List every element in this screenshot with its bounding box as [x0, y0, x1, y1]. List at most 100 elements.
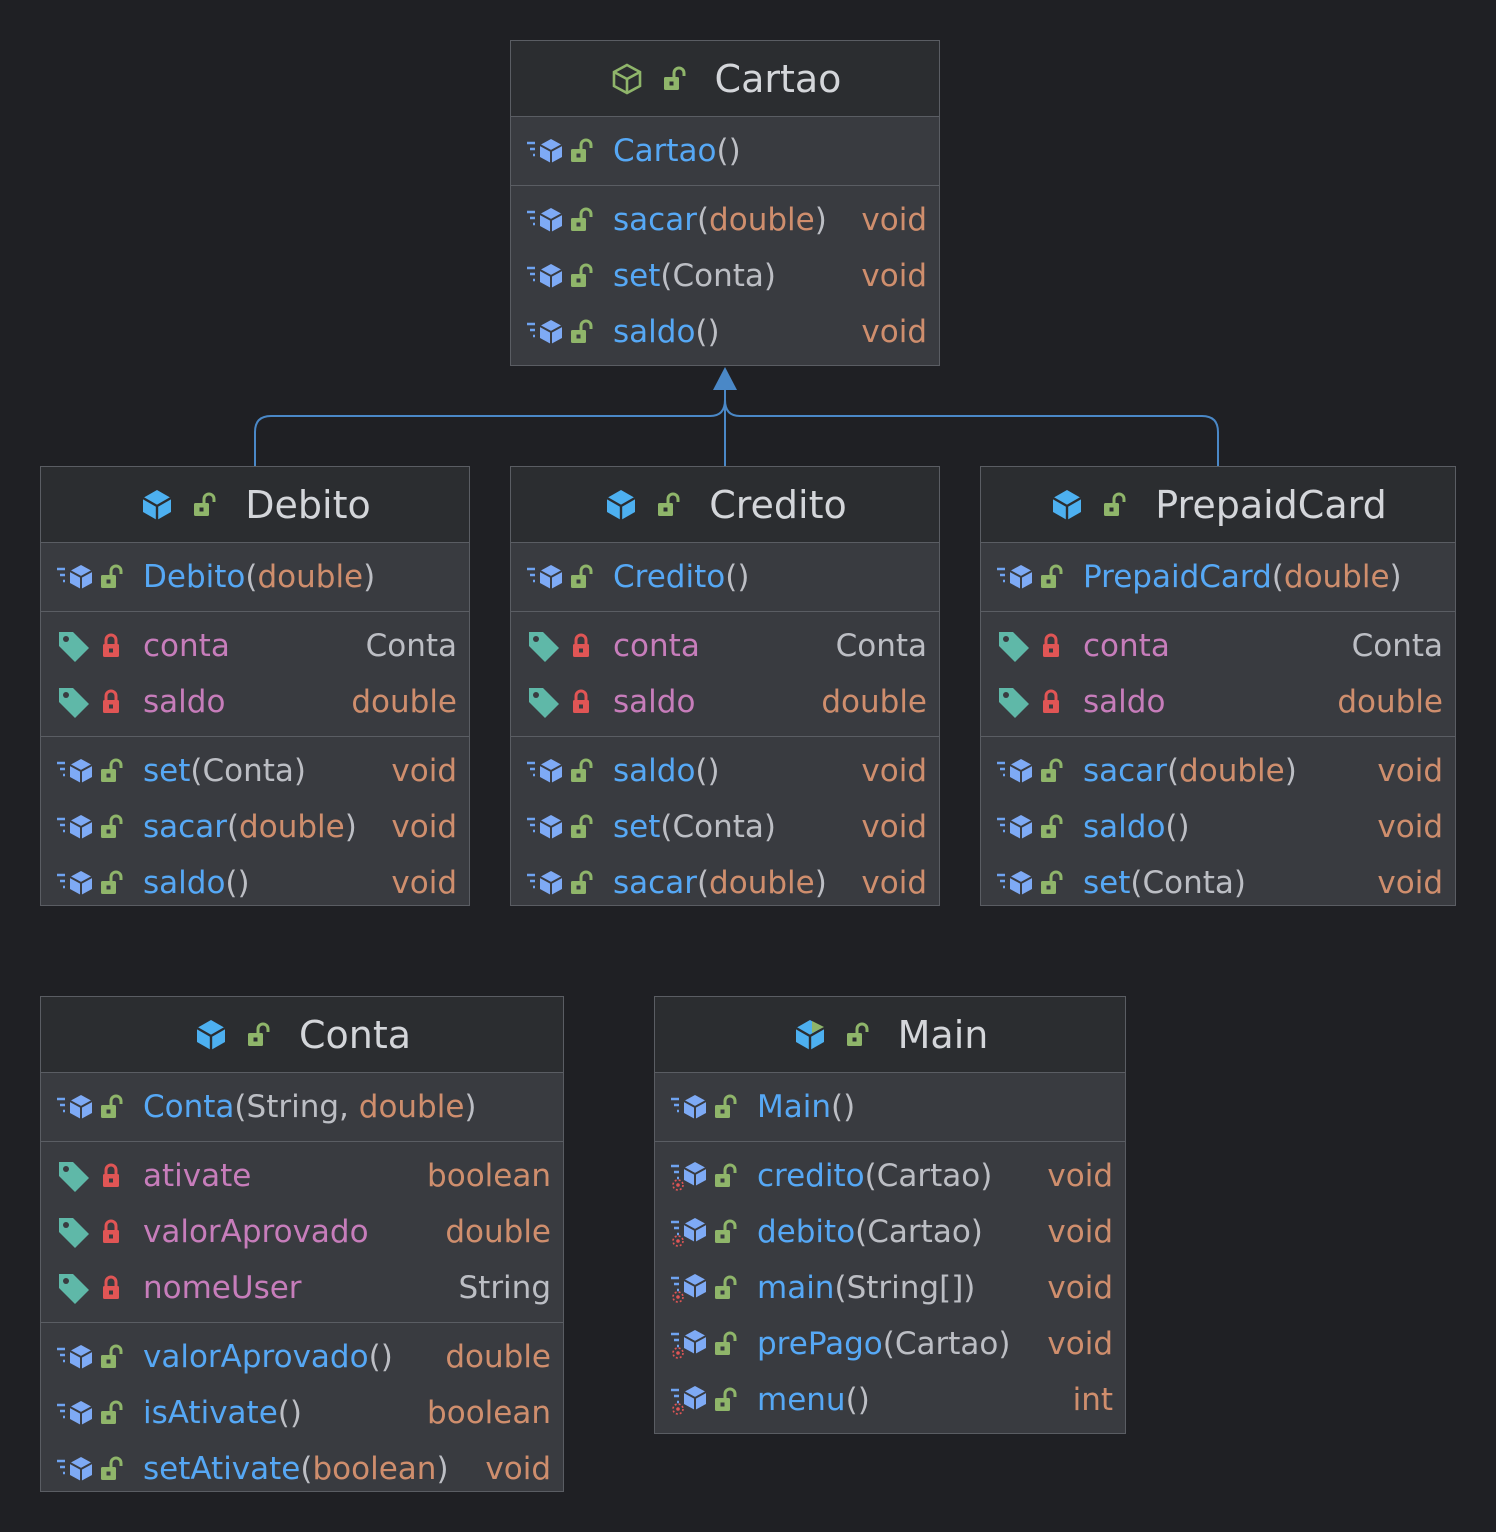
- method-icon: [523, 863, 567, 903]
- return-type: void: [1377, 753, 1443, 789]
- method-row[interactable]: set(Conta) void: [981, 855, 1455, 911]
- class-box-cartao[interactable]: Cartao Cartao() sacar(double) void set(C…: [510, 40, 940, 366]
- private-lock-icon: [567, 626, 597, 666]
- method-icon: [53, 1393, 97, 1433]
- field-row[interactable]: saldo double: [41, 674, 469, 730]
- field-name: ativate: [143, 1158, 252, 1194]
- method-icon: [53, 557, 97, 597]
- constructor-row[interactable]: Debito(double): [41, 549, 469, 605]
- method-row[interactable]: set(Conta) void: [41, 743, 469, 799]
- param-type: double: [257, 559, 364, 595]
- method-row[interactable]: saldo() void: [981, 799, 1455, 855]
- public-lock-icon: [567, 557, 597, 597]
- fields-section: conta Conta saldo double: [981, 612, 1455, 737]
- class-header: PrepaidCard: [981, 467, 1455, 543]
- public-lock-icon: [1097, 485, 1133, 525]
- field-row[interactable]: ativate boolean: [41, 1148, 563, 1204]
- field-row[interactable]: conta Conta: [511, 618, 939, 674]
- field-row[interactable]: saldo double: [511, 674, 939, 730]
- class-box-main[interactable]: Main Main() credito(Cartao) void debito(…: [654, 996, 1126, 1434]
- param-type: String[]: [846, 1270, 964, 1306]
- method-row[interactable]: credito(Cartao) void: [655, 1148, 1125, 1204]
- public-lock-icon: [1037, 751, 1067, 791]
- method-row[interactable]: main(String[]) void: [655, 1260, 1125, 1316]
- method-row[interactable]: saldo() void: [511, 304, 939, 360]
- field-name: saldo: [613, 684, 696, 720]
- paren-close: ): [814, 202, 827, 238]
- method-row[interactable]: valorAprovado() double: [41, 1329, 563, 1385]
- field-row[interactable]: conta Conta: [981, 618, 1455, 674]
- method-row[interactable]: set(Conta) void: [511, 799, 939, 855]
- paren-close: ): [289, 1395, 302, 1431]
- constructor-name: Main: [757, 1089, 832, 1125]
- static-method-icon: [667, 1380, 711, 1420]
- public-lock-icon: [97, 863, 127, 903]
- field-name: valorAprovado: [143, 1214, 369, 1250]
- paren-open: (: [1165, 809, 1178, 845]
- class-box-conta[interactable]: Conta Conta(String, double) ativate bool…: [40, 996, 564, 1492]
- constructor-row[interactable]: Conta(String, double): [41, 1079, 563, 1135]
- method-row[interactable]: setAtivate(boolean) void: [41, 1441, 563, 1497]
- param-type: Cartao: [894, 1326, 999, 1362]
- public-lock-icon: [711, 1268, 741, 1308]
- class-box-prepaidcard[interactable]: PrepaidCard PrepaidCard(double) conta Co…: [980, 466, 1456, 906]
- public-lock-icon: [97, 557, 127, 597]
- method-row[interactable]: debito(Cartao) void: [655, 1204, 1125, 1260]
- constructor-row[interactable]: PrepaidCard(double): [981, 549, 1455, 605]
- method-icon: [53, 751, 97, 791]
- class-box-debito[interactable]: Debito Debito(double) conta Conta saldo …: [40, 466, 470, 906]
- methods-section: set(Conta) void sacar(double) void saldo…: [41, 737, 469, 917]
- constructor-row[interactable]: Cartao(): [511, 123, 939, 179]
- return-type: int: [1072, 1382, 1113, 1418]
- paren-open: (: [1271, 559, 1284, 595]
- return-type: void: [861, 865, 927, 901]
- paren-open: (: [831, 1089, 844, 1125]
- param-type: Conta: [672, 258, 764, 294]
- return-type: void: [861, 202, 927, 238]
- paren-open: (: [845, 1382, 858, 1418]
- method-row[interactable]: saldo() void: [41, 855, 469, 911]
- paren-close: ): [980, 1158, 993, 1194]
- constructor-row[interactable]: Credito(): [511, 549, 939, 605]
- method-row[interactable]: saldo() void: [511, 743, 939, 799]
- field-row[interactable]: conta Conta: [41, 618, 469, 674]
- field-icon: [993, 682, 1037, 722]
- method-row[interactable]: prePago(Cartao) void: [655, 1316, 1125, 1372]
- method-row[interactable]: sacar(double) void: [511, 192, 939, 248]
- constructors-section: Conta(String, double): [41, 1073, 563, 1142]
- public-lock-icon: [651, 485, 687, 525]
- param-type: Conta: [202, 753, 294, 789]
- private-lock-icon: [97, 1212, 127, 1252]
- method-row[interactable]: sacar(double) void: [41, 799, 469, 855]
- method-icon: [523, 312, 567, 352]
- field-row[interactable]: saldo double: [981, 674, 1455, 730]
- paren-open: (: [226, 809, 240, 845]
- method-icon: [53, 1087, 97, 1127]
- method-row[interactable]: set(Conta) void: [511, 248, 939, 304]
- paren-open: (: [234, 1089, 247, 1125]
- paren-close: ): [1177, 809, 1190, 845]
- class-header: Cartao: [511, 41, 939, 117]
- class-icon: [603, 485, 639, 525]
- method-row[interactable]: sacar(double) void: [511, 855, 939, 911]
- field-row[interactable]: valorAprovado double: [41, 1204, 563, 1260]
- fields-section: conta Conta saldo double: [511, 612, 939, 737]
- constructor-row[interactable]: Main(): [655, 1079, 1125, 1135]
- method-icon: [993, 557, 1037, 597]
- field-row[interactable]: nomeUser String: [41, 1260, 563, 1316]
- paren-close: ): [363, 559, 376, 595]
- paren-open: (: [864, 1158, 877, 1194]
- method-icon: [53, 1337, 97, 1377]
- method-row[interactable]: isAtivate() boolean: [41, 1385, 563, 1441]
- paren-open: (: [225, 865, 238, 901]
- class-box-credito[interactable]: Credito Credito() conta Conta saldo doub…: [510, 466, 940, 906]
- method-row[interactable]: sacar(double) void: [981, 743, 1455, 799]
- paren-close: ): [1389, 559, 1402, 595]
- public-lock-icon: [711, 1212, 741, 1252]
- public-lock-icon: [711, 1156, 741, 1196]
- method-row[interactable]: menu() int: [655, 1372, 1125, 1428]
- method-name: set: [613, 258, 661, 294]
- paren-open: (: [696, 865, 710, 901]
- method-name: sacar: [613, 865, 697, 901]
- param-type: double: [358, 1089, 465, 1125]
